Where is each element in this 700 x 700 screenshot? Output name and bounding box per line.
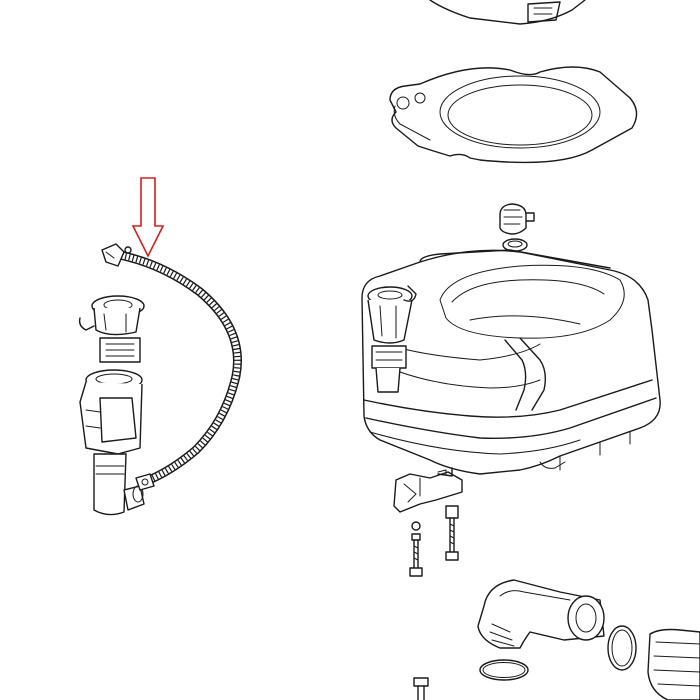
down-arrow-indicator [131,177,165,258]
o-ring [607,625,637,671]
hose-end-fitting-top [101,243,132,267]
pipe-coupling [647,628,700,700]
screw-right [445,505,459,561]
braided-hose [109,249,242,487]
waste-tank [361,249,661,475]
drain-elbow-pipe [477,579,605,681]
tank-cover-top [429,0,586,25]
screw-left [409,521,423,577]
mounting-bracket [393,467,463,513]
hose-end-fitting-bottom [135,473,155,491]
pump-valve-insert [99,337,141,363]
pump-body [79,369,143,455]
pump-outlet-tube [93,453,145,516]
screw-bottom [413,677,429,700]
filler-cap [499,203,535,252]
tank-pump-assembly [367,285,417,393]
seat-gasket [389,66,638,164]
pump-head [78,295,145,336]
